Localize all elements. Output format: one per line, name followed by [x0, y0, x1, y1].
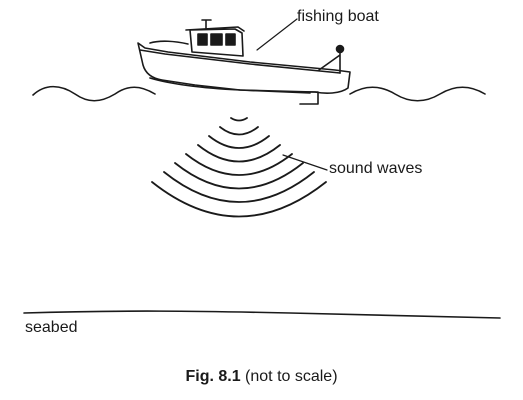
- sound-wave-arc: [163, 171, 315, 203]
- figure-note: (not to scale): [245, 368, 338, 385]
- sound-wave-arc: [197, 144, 281, 163]
- bow-rail: [149, 40, 189, 45]
- figure-caption: Fig. 8.1 (not to scale): [0, 368, 523, 386]
- boat-hull: [137, 42, 351, 94]
- waves-leader-line: [282, 154, 328, 171]
- fishing-boat: [137, 19, 351, 105]
- seabed-line: [23, 310, 501, 319]
- cabin-window: [210, 33, 223, 46]
- boat-leader-line: [256, 18, 298, 51]
- aft-mast-light: [335, 44, 345, 54]
- cabin-window: [225, 33, 236, 46]
- sound-wave-arc: [219, 126, 259, 136]
- boat-cabin: [189, 28, 244, 57]
- sound-wave-arc: [174, 162, 304, 190]
- sea-surface: [32, 85, 486, 102]
- seabed-label: seabed: [25, 319, 78, 336]
- sound-waves-label: sound waves: [329, 160, 423, 177]
- sound-wave-arc: [185, 153, 293, 176]
- boat-rudder: [299, 91, 319, 105]
- sound-waves: [151, 117, 327, 218]
- cabin-window: [197, 33, 208, 46]
- sound-wave-arc: [208, 135, 270, 149]
- aft-mast: [318, 51, 341, 74]
- sound-wave-arc: [230, 117, 248, 122]
- fishing-boat-label: fishing boat: [297, 8, 379, 25]
- hull-line: [139, 49, 341, 74]
- cabin-mast: [201, 19, 212, 29]
- figure-number: Fig. 8.1: [185, 368, 241, 385]
- hull-waterline: [149, 77, 311, 94]
- sound-wave-arc: [151, 181, 327, 218]
- cabin-roof: [185, 26, 245, 32]
